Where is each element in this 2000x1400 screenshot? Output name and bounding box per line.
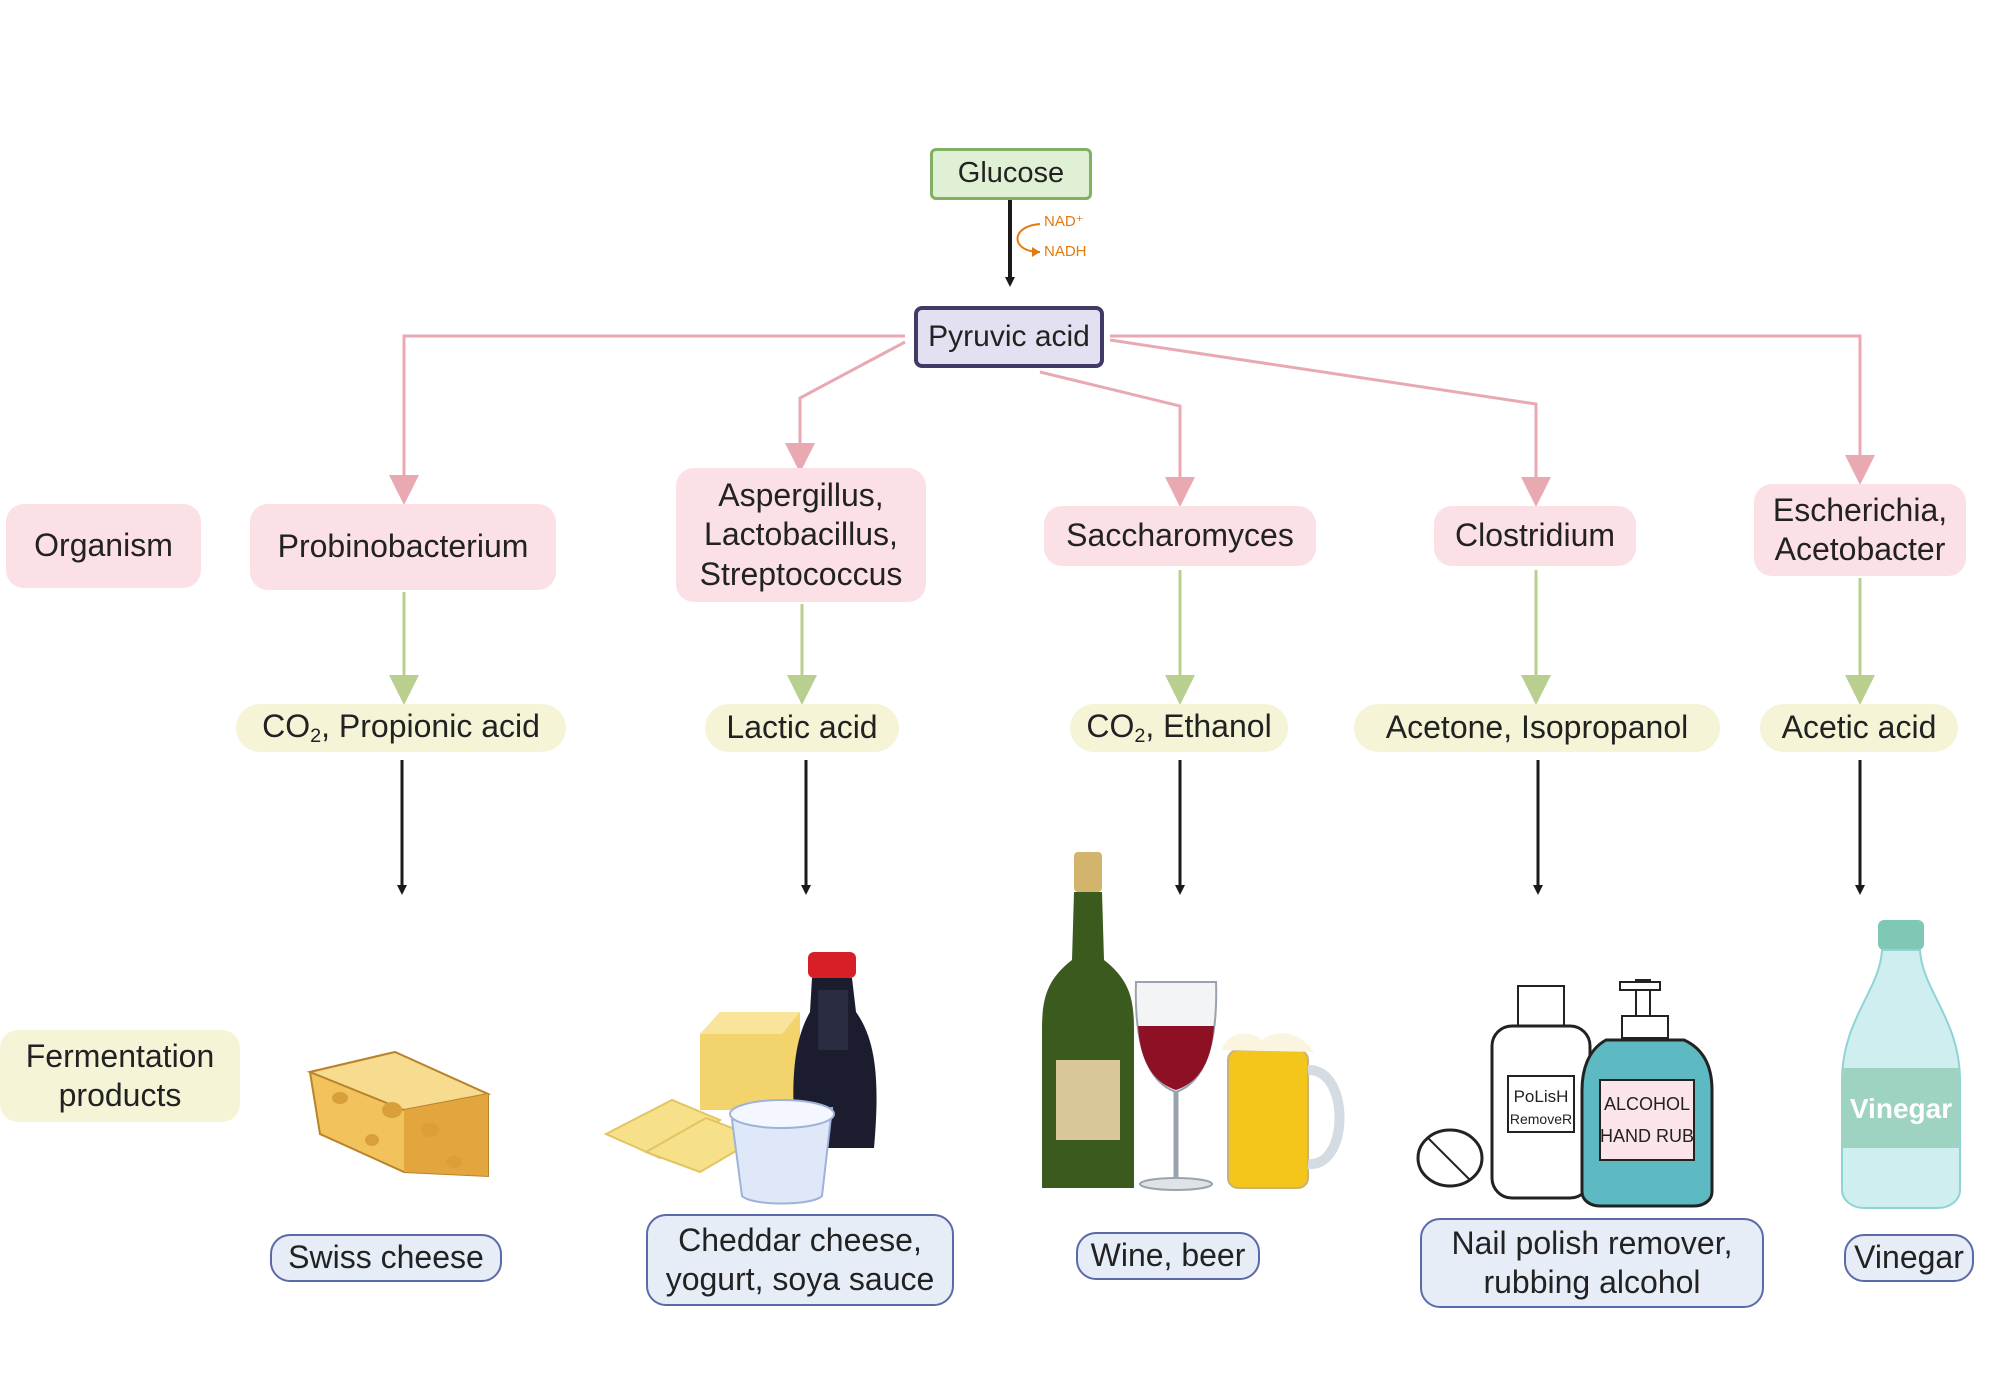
polish-label-2: RemoveR xyxy=(1510,1111,1572,1127)
product-name-prefix: Lactic acid xyxy=(726,709,878,746)
vinegar-label: Vinegar xyxy=(1850,1093,1952,1124)
pink-arrow-5 xyxy=(1110,334,1875,485)
food-box-2: Cheddar cheese, yogurt, soya sauce xyxy=(646,1214,954,1306)
organism-box-3: Saccharomyces xyxy=(1044,506,1316,566)
organism-box-2: Aspergillus, Lactobacillus, Streptococcu… xyxy=(676,468,926,602)
pink-arrow-1 xyxy=(389,334,905,505)
food-name: Swiss cheese xyxy=(288,1239,484,1276)
product-name-prefix: CO xyxy=(262,708,311,745)
polish-handrub-icon: PoLisH RemoveR ALCOHOL HAND RUB xyxy=(1416,979,1714,1208)
organism-name: Streptococcus xyxy=(699,555,903,592)
glucose-box: Glucose xyxy=(930,148,1092,200)
product-name-rest: , Propionic acid xyxy=(321,708,540,745)
fermentation-label-line1: Fermentation xyxy=(25,1037,215,1074)
polish-label-1: PoLisH xyxy=(1514,1087,1569,1106)
pink-arrow-4 xyxy=(1109,338,1551,507)
food-name: Vinegar xyxy=(1854,1239,1964,1276)
rub-label-2: HAND RUB xyxy=(1600,1126,1694,1146)
cheddar-soy-yogurt-icon xyxy=(603,952,877,1205)
organism-row-label: Organism xyxy=(6,504,201,588)
product-box-2: Lactic acid xyxy=(705,704,899,752)
food-name: rubbing alcohol xyxy=(1483,1264,1701,1300)
product-name-rest: , Ethanol xyxy=(1145,708,1272,745)
food-box-4: Nail polish remover, rubbing alcohol xyxy=(1420,1218,1764,1308)
product-name-prefix: Acetic acid xyxy=(1781,709,1937,746)
organism-name: Aspergillus, xyxy=(718,477,884,514)
organism-name: Saccharomyces xyxy=(1066,517,1294,554)
organism-name: Acetobacter xyxy=(1774,531,1946,567)
organism-box-5: Escherichia, Acetobacter xyxy=(1754,484,1966,576)
food-name: Wine, beer xyxy=(1090,1237,1246,1274)
product-name-prefix: Acetone, Isopropanol xyxy=(1385,709,1689,746)
glucose-label: Glucose xyxy=(957,157,1065,190)
nad-plus-label: NAD⁺ xyxy=(1044,213,1084,230)
swiss-cheese-icon xyxy=(306,1050,492,1178)
food-name: Cheddar cheese, xyxy=(678,1221,922,1258)
food-box-3: Wine, beer xyxy=(1076,1232,1260,1280)
product-name-prefix: CO xyxy=(1086,708,1135,745)
pyruvic-acid-box: Pyruvic acid xyxy=(914,306,1104,368)
fermentation-label-line2: products xyxy=(58,1077,182,1113)
wine-beer-icon xyxy=(1042,852,1345,1191)
pink-arrow-2 xyxy=(785,340,906,473)
organism-box-1: Probinobacterium xyxy=(250,504,556,590)
organism-name: Escherichia, xyxy=(1772,491,1948,528)
organism-name: Probinobacterium xyxy=(277,528,529,565)
food-box-1: Swiss cheese xyxy=(270,1234,502,1282)
pyruvic-label: Pyruvic acid xyxy=(928,319,1090,353)
product-box-1: CO2, Propionic acid xyxy=(236,704,566,752)
food-box-5: Vinegar xyxy=(1844,1234,1974,1282)
rub-label-1: ALCOHOL xyxy=(1604,1094,1690,1114)
product-box-4: Acetone, Isopropanol xyxy=(1354,704,1720,752)
product-subscript: 2 xyxy=(310,725,322,748)
nadh-label: NADH xyxy=(1044,243,1087,260)
food-name: Nail polish remover, xyxy=(1451,1224,1733,1261)
organism-name: Lactobacillus, xyxy=(704,516,898,553)
pink-arrow-3 xyxy=(1039,370,1195,507)
product-subscript: 2 xyxy=(1134,725,1146,748)
organism-label: Organism xyxy=(34,527,173,564)
organism-name: Clostridium xyxy=(1454,517,1616,554)
fermentation-row-label: Fermentation products xyxy=(0,1030,240,1122)
organism-box-4: Clostridium xyxy=(1434,506,1636,566)
vinegar-bottle-icon: Vinegar xyxy=(1841,920,1961,1209)
product-box-5: Acetic acid xyxy=(1760,704,1958,752)
food-name: yogurt, soya sauce xyxy=(665,1261,935,1297)
product-box-3: CO2, Ethanol xyxy=(1070,704,1288,752)
nad-curve xyxy=(1016,223,1041,253)
